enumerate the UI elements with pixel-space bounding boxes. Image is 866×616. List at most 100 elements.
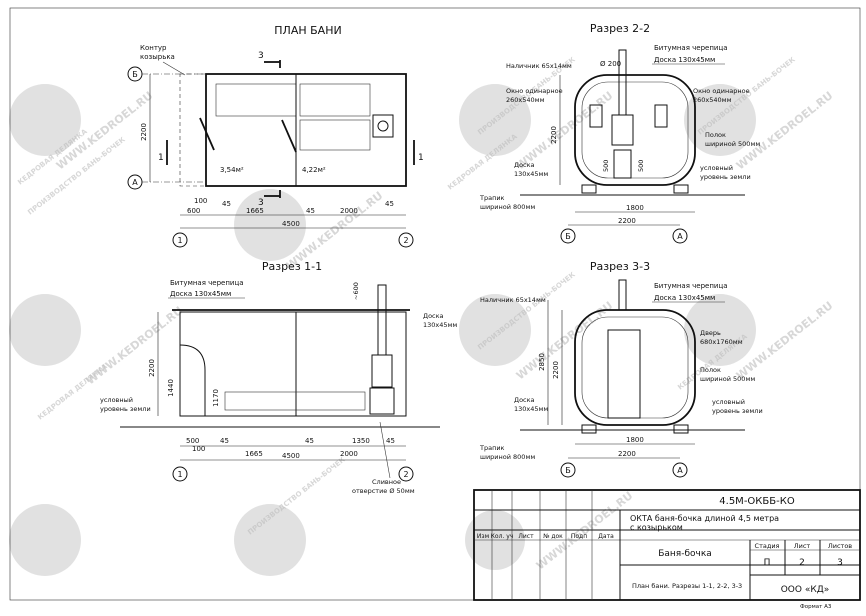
- section-3-mark-top: 3: [258, 51, 264, 61]
- sec11-h3: 1170: [212, 389, 220, 407]
- sec11-roof-1: Битумная черепица: [170, 279, 244, 287]
- sec22-w1: 1800: [626, 204, 644, 212]
- sec33-axis-b-label: Б: [565, 466, 571, 475]
- bench-left: [215, 83, 297, 117]
- cut-1-mark-right: 1: [418, 153, 424, 163]
- sec33-h1: 2850: [538, 353, 546, 371]
- sec11-board-1: Доска: [423, 312, 444, 320]
- sec22-axis-b-label: Б: [565, 232, 571, 241]
- sec22-tank: [613, 149, 632, 179]
- watermark-tree-icon: [9, 84, 756, 576]
- sec33-w2: 2200: [618, 450, 636, 458]
- sec11-d500: 500: [186, 437, 199, 445]
- sec22-win-right-2: 260х540мм: [693, 96, 732, 104]
- dim-600: 600: [187, 207, 200, 215]
- stove-plan: [372, 114, 394, 138]
- sec11-board-2: 130х45мм: [423, 321, 457, 329]
- sec22-win-right-1: Окно одинарное: [693, 87, 750, 95]
- section-2-2: Разрез 2-2 Битумная черепица Доска 130х4…: [479, 22, 760, 244]
- sec33-barrel: [574, 309, 696, 426]
- canopy-outline: [179, 73, 207, 187]
- stamp-h-kol: Кол. уч: [491, 533, 514, 540]
- stamp-name: Баня-бочка: [658, 549, 712, 559]
- sec33-barrel-inner: [581, 316, 689, 419]
- sec33-ladder-1: Трапик: [479, 444, 505, 452]
- section-3-3: Разрез 3-3 Битумная черепица Доска 130х4…: [479, 260, 763, 478]
- sec33-axis-a: [672, 462, 688, 478]
- sec11-body: [179, 311, 407, 417]
- stove-chimney-plan: [377, 120, 389, 132]
- axis-1-label: 1: [177, 236, 182, 245]
- sec22-axis-b: [560, 228, 576, 244]
- sec22-ladder-1: Трапик: [479, 194, 505, 202]
- stamp-v-stadiya: П: [764, 558, 771, 568]
- sec11-ground-1: условный: [100, 396, 133, 404]
- sec33-title: Разрез 3-3: [590, 260, 650, 273]
- sec22-chimney: Ø 200: [600, 60, 621, 68]
- plan-title: ПЛАН БАНИ: [274, 24, 341, 37]
- stamp-desc-1: ОКТА баня-бочка длиной 4,5 метра: [630, 514, 779, 523]
- sec33-ground-2: уровень земли: [712, 407, 763, 415]
- stamp-h-stadiya: Стадия: [755, 542, 780, 550]
- watermark-brand: КЕДРОВАЯ ДЕЛЯНКА: [36, 362, 109, 421]
- sec33-chimney: [618, 279, 627, 311]
- sec11-d45: 45: [220, 437, 229, 445]
- sec11-bench: [224, 391, 366, 411]
- sec22-window-right: [654, 104, 668, 128]
- sec11-d100: 100: [192, 445, 205, 453]
- sec33-roof-2: Доска 130х45мм: [654, 294, 715, 302]
- axis-1-bubble: [172, 232, 188, 248]
- stamp-h-podp: Подп: [571, 533, 587, 540]
- sec11-d45: 45: [305, 437, 314, 445]
- sec11-axis-2-label: 2: [403, 470, 408, 479]
- sec22-dim-500: 500: [637, 160, 645, 172]
- stamp-h-listn: Лист: [794, 542, 811, 550]
- stamp-content: План бани. Разрезы 1-1, 2-2, 3-3: [632, 582, 742, 590]
- sec22-trim: Наличник 65х14мм: [506, 62, 572, 70]
- sec22-board-1: Доска: [514, 161, 535, 169]
- stamp-v-listov: 3: [837, 558, 843, 568]
- sec11-h2: 1440: [167, 379, 175, 397]
- dim-1665: 1665: [246, 207, 264, 215]
- sec33-h2: 2200: [552, 361, 560, 379]
- sec22-title: Разрез 2-2: [590, 22, 650, 35]
- sec22-window-left: [589, 104, 603, 128]
- axis-2-label: 2: [403, 236, 408, 245]
- dim-45: 45: [222, 200, 231, 208]
- dim-4500: 4500: [282, 220, 300, 228]
- stamp-h-listov: Листов: [828, 542, 852, 550]
- sec22-roof-1: Битумная черепица: [654, 44, 728, 52]
- canopy-label: козырька: [140, 53, 175, 61]
- sec11-title: Разрез 1-1: [262, 260, 322, 273]
- sec22-shelf-1: Полок: [705, 131, 726, 139]
- sec22-ground-1: условный: [700, 164, 733, 172]
- sec11-axis-1-label: 1: [177, 470, 182, 479]
- stamp-desc-2: с козырьком: [630, 523, 683, 532]
- door-swing-1: [199, 117, 215, 151]
- cut-1-mark-left: 1: [158, 153, 164, 163]
- sec33-shelf-1: Полок: [700, 366, 721, 374]
- sec22-roof-2: Доска 130х45мм: [654, 56, 715, 64]
- dim-45: 45: [385, 200, 394, 208]
- dim-45: 45: [306, 207, 315, 215]
- axis-2-bubble: [398, 232, 414, 248]
- sheet-format: Формат А3: [800, 604, 832, 610]
- sec22-barrel: [574, 74, 696, 186]
- area-room-2: 4,22м²: [302, 166, 326, 174]
- stamp-v-listn: 2: [799, 558, 805, 568]
- sec22-ground-2: уровень земли: [700, 173, 751, 181]
- stamp-h-ndok: № док: [543, 533, 563, 540]
- sec33-board-2: 130х45мм: [514, 405, 548, 413]
- dim-2000: 2000: [340, 207, 358, 215]
- sec33-axis-a-label: А: [677, 466, 683, 475]
- axis-a-label: А: [132, 178, 138, 187]
- sec33-trim: Наличник 65х14мм: [480, 296, 546, 304]
- sec11-drain-1: Сливное: [372, 478, 401, 486]
- sec11-d2000: 2000: [340, 450, 358, 458]
- sec22-board-2: 130х45мм: [514, 170, 548, 178]
- sec22-axis-a: [672, 228, 688, 244]
- sec11-ground-2: уровень земли: [100, 405, 151, 413]
- sec11-axis-1: [172, 466, 188, 482]
- sec22-barrel-inner: [581, 81, 689, 179]
